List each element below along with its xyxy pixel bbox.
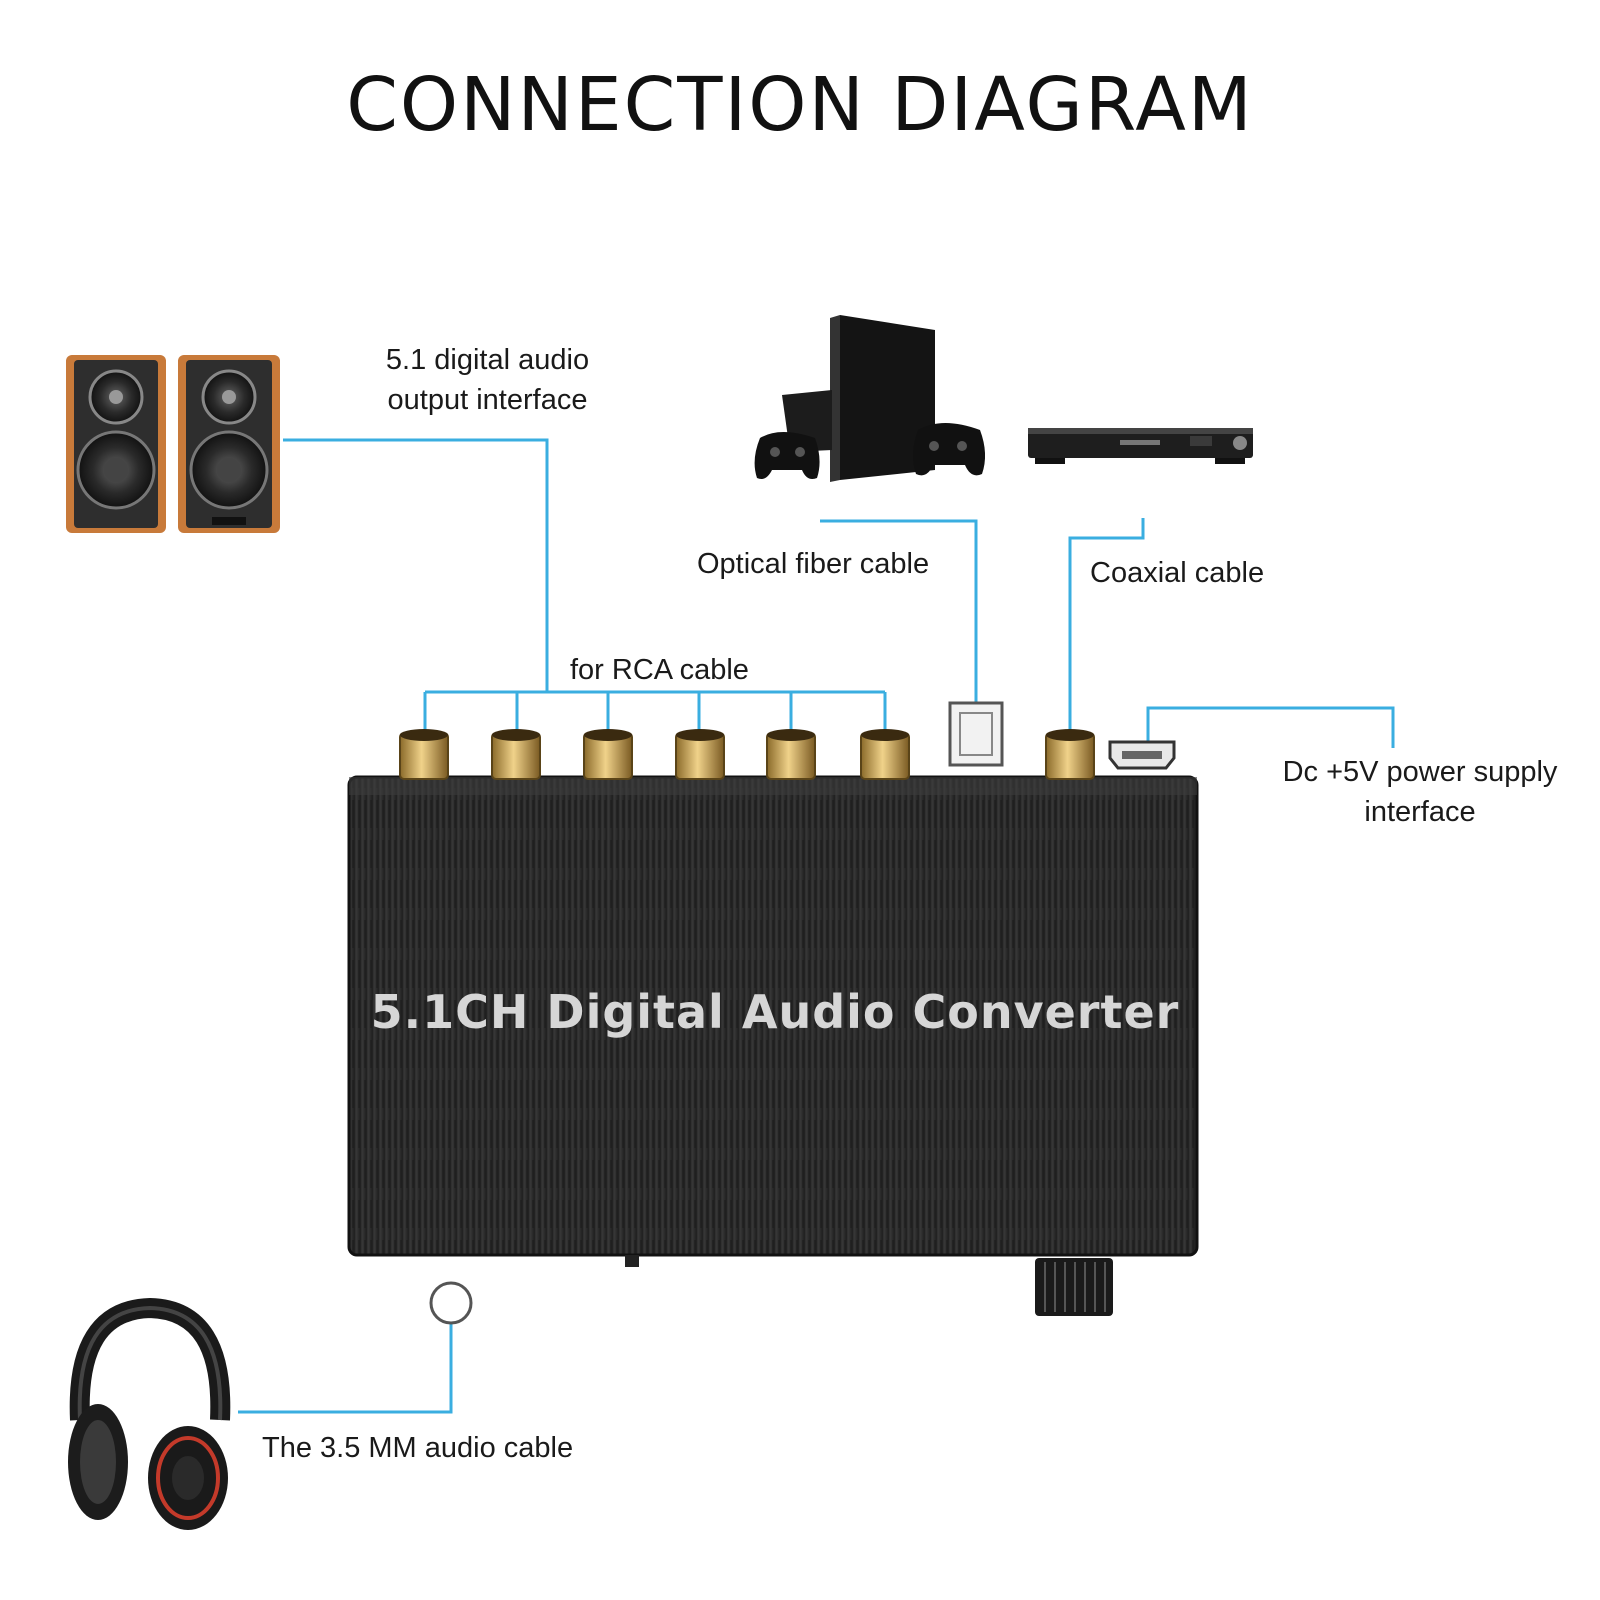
rca-jack [766, 729, 816, 780]
headphone-cable-label: The 3.5 MM audio cable [262, 1432, 574, 1464]
power-cable [1146, 706, 1395, 748]
output-interface-label: 5.1 digital audio output interface [385, 344, 590, 416]
rca-jacks [399, 729, 1095, 780]
dvd-player-icon [1028, 428, 1253, 464]
speaker-cable [283, 438, 549, 692]
game-console-icon [754, 315, 986, 482]
device-label: 5.1CH Digital Audio Converter [370, 985, 1180, 1039]
coaxial-cable-label: Coaxial cable [1090, 557, 1265, 589]
rca-jack [675, 729, 725, 780]
power-port [1108, 740, 1176, 770]
optical-cable [820, 519, 978, 725]
optical-cable-label: Optical fiber cable [697, 548, 930, 580]
cable-lines [238, 438, 1395, 1414]
rca-jack [399, 729, 449, 780]
diagram-title: CONNECTION DIAGRAM [346, 62, 1254, 148]
power-supply-label: Dc +5V power supply interface [1282, 756, 1558, 828]
coaxial-jack [1045, 729, 1095, 780]
rca-jack [491, 729, 541, 780]
rca-cable-label: for RCA cable [570, 654, 749, 686]
converter-device [347, 775, 1199, 1316]
headphones-icon [68, 1297, 231, 1530]
headphone-jack [429, 1281, 473, 1325]
rca-jack [860, 729, 910, 780]
rca-jack [583, 729, 633, 780]
coaxial-cable [1068, 518, 1145, 735]
optical-port [948, 701, 1004, 767]
headphone-cable [238, 1323, 453, 1414]
speakers-icon [66, 355, 280, 533]
